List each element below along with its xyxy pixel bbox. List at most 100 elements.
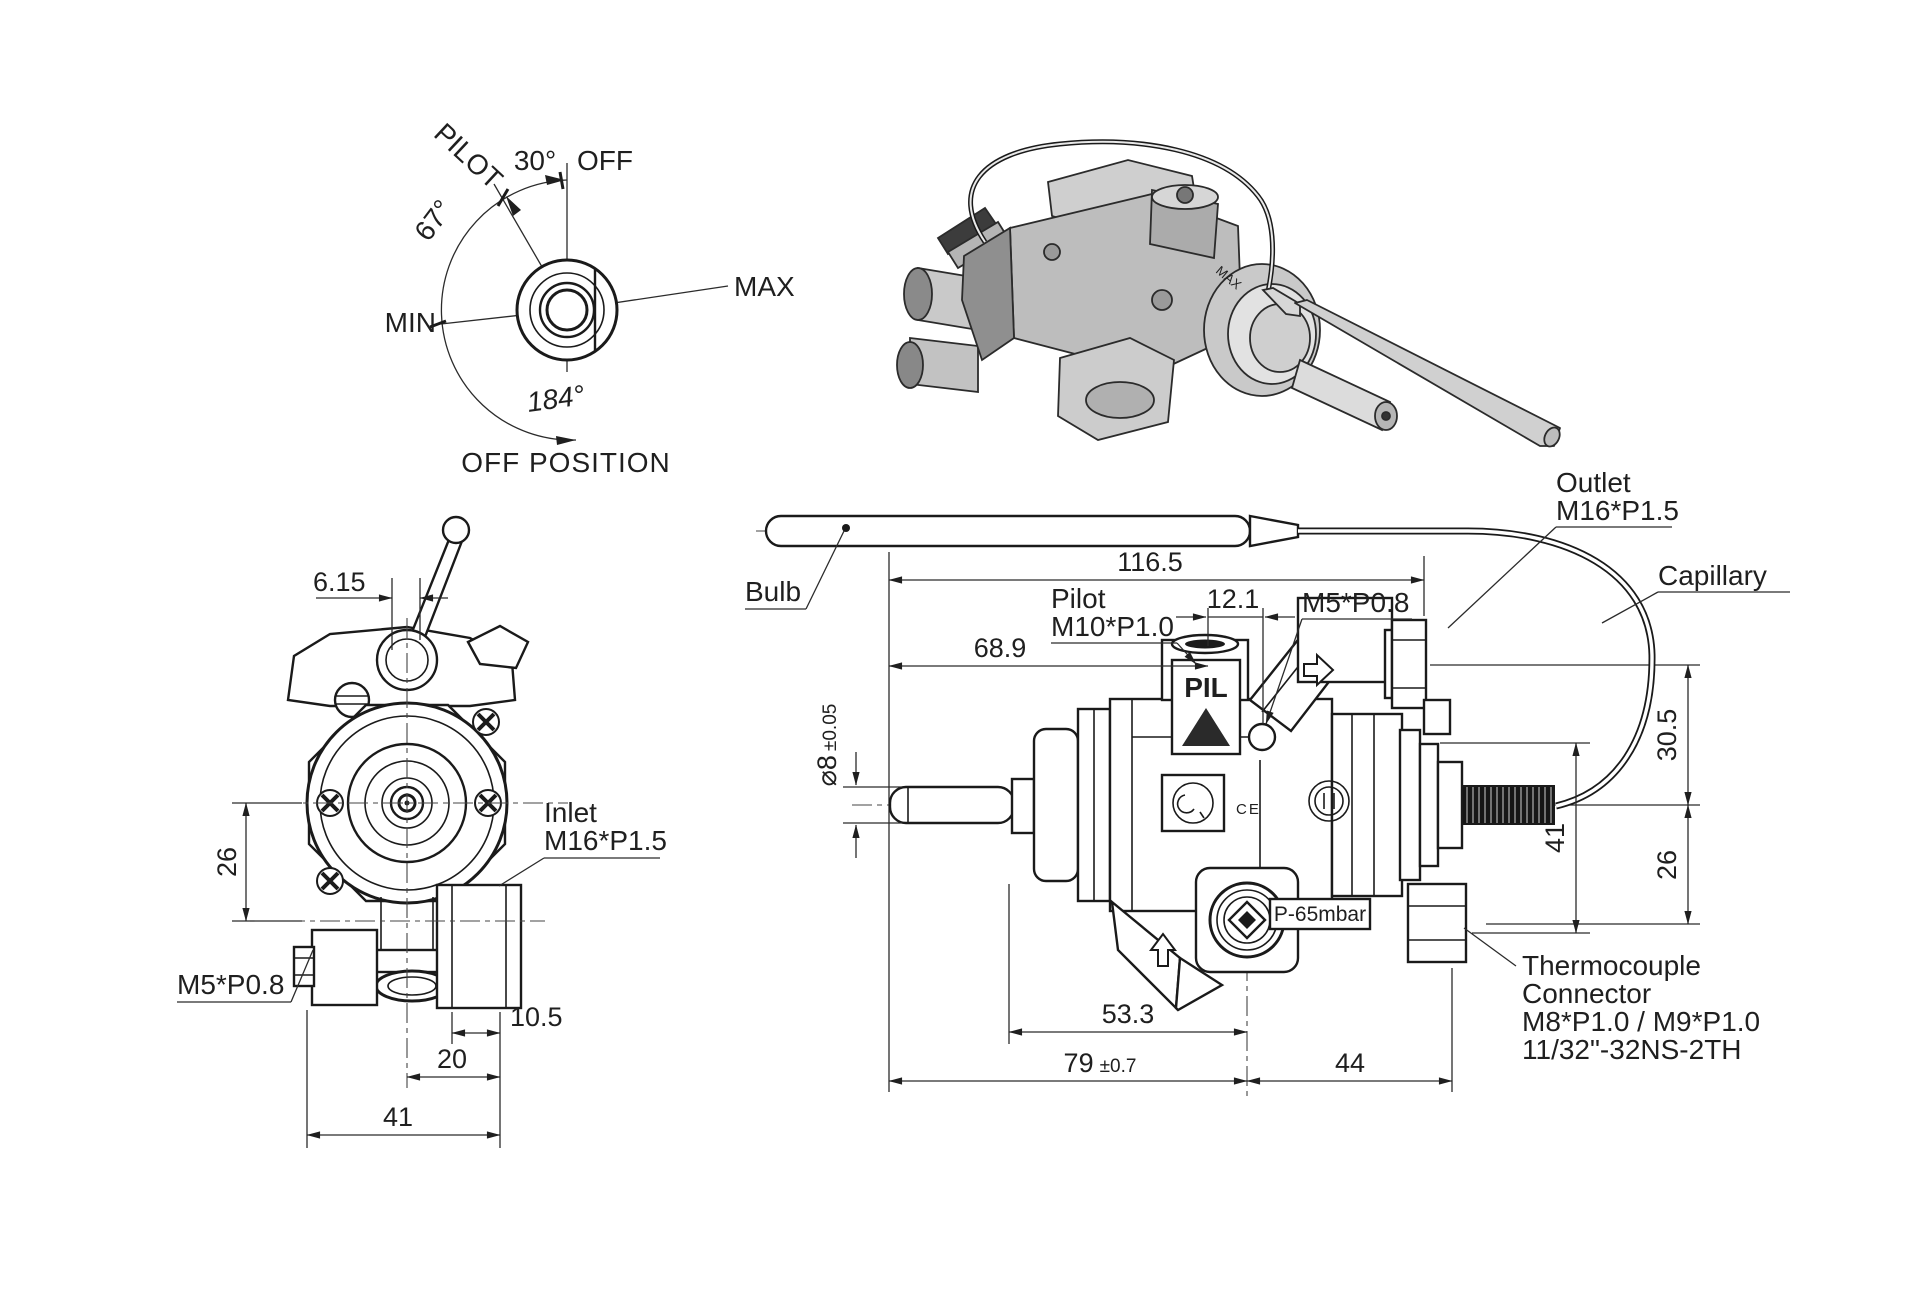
dial-off-label: OFF xyxy=(577,145,633,176)
dim-30-5: 30.5 xyxy=(1652,664,1692,806)
dim-6-15-text: 6.15 xyxy=(313,567,366,597)
dim-20: 20 xyxy=(406,1044,501,1081)
arc-arrow-end xyxy=(556,436,576,445)
bulb-label: Bulb xyxy=(745,524,850,610)
thermocouple-label-line4: 11/32"-32NS-2TH xyxy=(1522,1034,1742,1065)
dim-44: 44 xyxy=(1246,968,1453,1092)
dim-12-1-text: 12.1 xyxy=(1207,584,1260,614)
dim-68-9: 68.9 xyxy=(888,633,1209,670)
plate-tab xyxy=(466,624,530,670)
arc-arrow-pilot xyxy=(506,196,521,216)
m5-label-side: M5*P0.8 xyxy=(1265,587,1412,725)
outlet-label-line2: M16*P1.5 xyxy=(1556,495,1679,526)
outlet-label-line1: Outlet xyxy=(1556,467,1631,498)
dial-30deg-label: 30° xyxy=(514,145,556,176)
screw2-3d xyxy=(1043,243,1061,261)
dial-off-position-view: PILOT 30° OFF 67° MIN MAX 184° OFF POSIT… xyxy=(385,117,795,478)
dim-41-front: 41 xyxy=(306,1010,501,1148)
dim-41-side-text: 41 xyxy=(1540,823,1570,853)
inlet-label-line2: M16*P1.5 xyxy=(544,825,667,856)
dim-26-side-text: 26 xyxy=(1652,850,1682,880)
pil-marking: PIL xyxy=(1184,672,1228,703)
side-valve-body: PIL xyxy=(888,596,1555,1012)
dim-30-5-text: 30.5 xyxy=(1652,709,1682,762)
thermocouple-hex-boss xyxy=(1406,882,1468,964)
inlet-label-line1: Inlet xyxy=(544,797,597,828)
slotted-screw xyxy=(333,681,371,719)
rear-stub xyxy=(1436,760,1464,850)
screw-3d xyxy=(1151,289,1173,311)
m5-label-side-text: M5*P0.8 xyxy=(1302,587,1409,618)
dim-79: 79±0.7 xyxy=(888,1048,1248,1085)
min-tick xyxy=(429,319,447,329)
dim-dia-8-text: ⌀8±0.05 xyxy=(812,704,842,787)
rear-flange-1 xyxy=(1398,728,1422,882)
up-arrow-marking xyxy=(1149,932,1177,967)
dim-26-side: 26 xyxy=(1652,804,1692,925)
capillary-label: Capillary xyxy=(1601,560,1790,624)
thermocouple-threaded-stud xyxy=(1461,785,1555,825)
dim-53-3: 53.3 xyxy=(1008,884,1248,1044)
capillary-core-3d xyxy=(969,140,1274,293)
bottom-boss-3d xyxy=(1085,381,1155,419)
thermocouple-label-line2: Connector xyxy=(1522,978,1651,1009)
bottom-wedge xyxy=(1110,899,1182,1011)
thermocouple-label-line1: Thermocouple xyxy=(1522,950,1701,981)
certification-logo-2 xyxy=(1308,780,1350,822)
dim-41-front-text: 41 xyxy=(383,1102,413,1132)
warning-triangle-icon xyxy=(1182,708,1230,746)
probe-tip-3d xyxy=(1543,426,1561,448)
thermocouple-label: Thermocouple Connector M8*P1.0 / M9*P1.0… xyxy=(1463,927,1760,1065)
inlet-cap-3d xyxy=(903,267,933,321)
m5-label-front: M5*P0.8 xyxy=(177,949,314,1003)
bulb-label-text: Bulb xyxy=(745,576,801,607)
isometric-render-3d: MAX xyxy=(896,139,1561,448)
pilot-port-hole xyxy=(1185,639,1225,649)
valve-body-shadow-3d xyxy=(961,226,1015,362)
dial-184deg-label: 184° xyxy=(525,379,587,418)
rear-housing xyxy=(1330,712,1404,898)
knob-top-view xyxy=(515,258,619,362)
rear-flange-2 xyxy=(1418,742,1440,868)
front-view: 6.15 26 10.5 20 41 M5*P0.8 xyxy=(177,515,667,1148)
square-drive-port xyxy=(1194,866,1300,974)
pilot-label: Pilot M10*P1.0 xyxy=(1051,583,1197,665)
dial-max-label: MAX xyxy=(734,271,795,302)
dial-67deg-label: 67° xyxy=(408,194,458,246)
dim-10-5: 10.5 xyxy=(451,1002,563,1148)
bulb-probe-3d xyxy=(1294,299,1561,447)
dial-pilot-label: PILOT xyxy=(428,117,508,195)
phillips-screws xyxy=(316,708,502,895)
dial-min-label: MIN xyxy=(385,307,436,338)
outlet-label: Outlet M16*P1.5 xyxy=(1447,467,1679,629)
pilot-bolt-3d xyxy=(1176,186,1194,204)
thermocouple-label-line3: M8*P1.0 / M9*P1.0 xyxy=(1522,1006,1760,1037)
dim-dia-8: ⌀8±0.05 xyxy=(812,704,902,858)
arc-arrow-off xyxy=(545,175,565,185)
off-position-caption: OFF POSITION xyxy=(461,447,671,478)
left-port-block xyxy=(310,928,379,1007)
dim-53-3-text: 53.3 xyxy=(1102,999,1155,1029)
csa-logo xyxy=(1160,773,1226,833)
m5-label-front-text: M5*P0.8 xyxy=(177,969,284,1000)
m5-hole xyxy=(1247,722,1277,752)
flow-arrow-icon xyxy=(1303,652,1335,688)
inlet-cap2-3d xyxy=(896,341,924,389)
dim-26-front: 26 xyxy=(212,802,302,922)
dim-116-5-text: 116.5 xyxy=(1117,547,1183,577)
m5-plug xyxy=(292,945,316,988)
lever-ball xyxy=(441,515,471,545)
dim-20-text: 20 xyxy=(437,1044,467,1074)
front-cup xyxy=(1032,727,1080,883)
bulb-taper xyxy=(1248,514,1300,548)
dim-10-5-text: 10.5 xyxy=(510,1002,563,1032)
pressure-marking: P-65mbar xyxy=(1274,903,1366,926)
dim-79-text: 79±0.7 xyxy=(1064,1048,1137,1078)
dim-116-5: 116.5 xyxy=(888,547,1425,584)
probe-neck-3d xyxy=(1261,287,1301,318)
pilot-label-line2: M10*P1.0 xyxy=(1051,611,1174,642)
inlet-label: Inlet M16*P1.5 xyxy=(498,797,667,887)
dim-12-1: 12.1 xyxy=(1176,584,1295,724)
